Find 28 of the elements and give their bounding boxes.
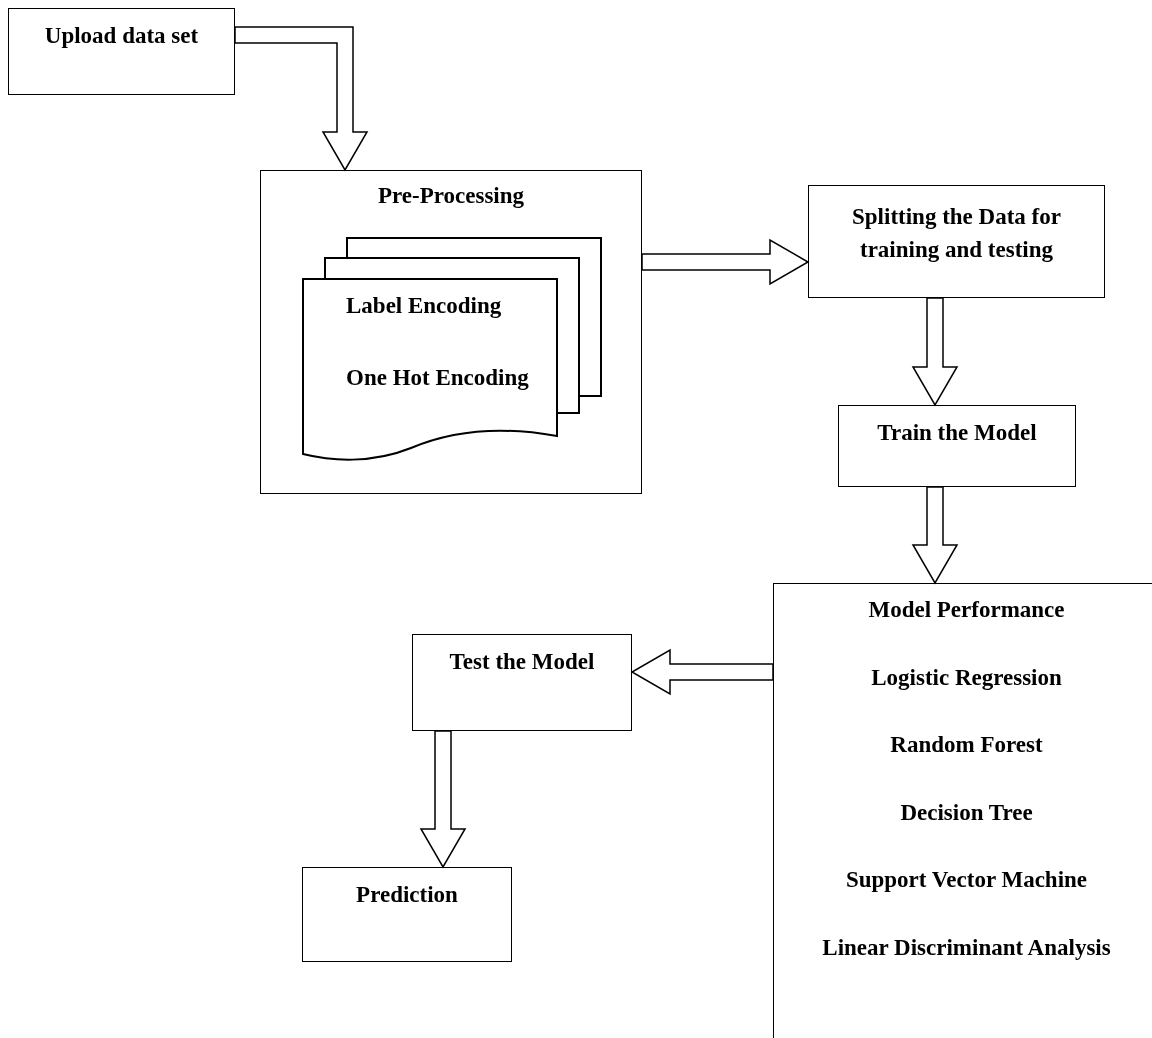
- node-label: Test the Model: [449, 648, 595, 676]
- process-box: [260, 170, 642, 494]
- node-label: Train the Model: [877, 419, 1037, 447]
- node-label: Model Performance: [867, 596, 1066, 624]
- block-arrow: [641, 238, 810, 286]
- block-arrow: [419, 730, 467, 869]
- node-label: One Hot Encoding: [346, 364, 529, 392]
- process-box: [8, 8, 235, 95]
- node-label: Splitting the Data for training and testing: [851, 203, 1062, 265]
- node-label: Logistic Regression: [870, 663, 1063, 692]
- block-arrow: [630, 648, 774, 696]
- node-label: Random Forest: [889, 731, 1044, 759]
- node-label: Decision Tree: [899, 798, 1034, 827]
- block-arrow: [234, 26, 369, 172]
- process-box: [773, 583, 1152, 1038]
- node-label: Pre-Processing: [376, 182, 526, 210]
- block-arrow: [911, 486, 959, 585]
- node-label: Linear Discriminant Analysis: [821, 933, 1112, 962]
- process-box: [412, 634, 632, 731]
- process-box: [838, 405, 1076, 487]
- node-label: Upload data set: [44, 22, 199, 50]
- document-stack: [301, 236, 603, 464]
- node-label: Support Vector Machine: [844, 866, 1089, 894]
- process-box: [302, 867, 512, 962]
- node-label: Prediction: [356, 881, 458, 909]
- block-arrow: [911, 297, 959, 407]
- process-box: [808, 185, 1105, 298]
- node-label: Label Encoding: [346, 292, 502, 320]
